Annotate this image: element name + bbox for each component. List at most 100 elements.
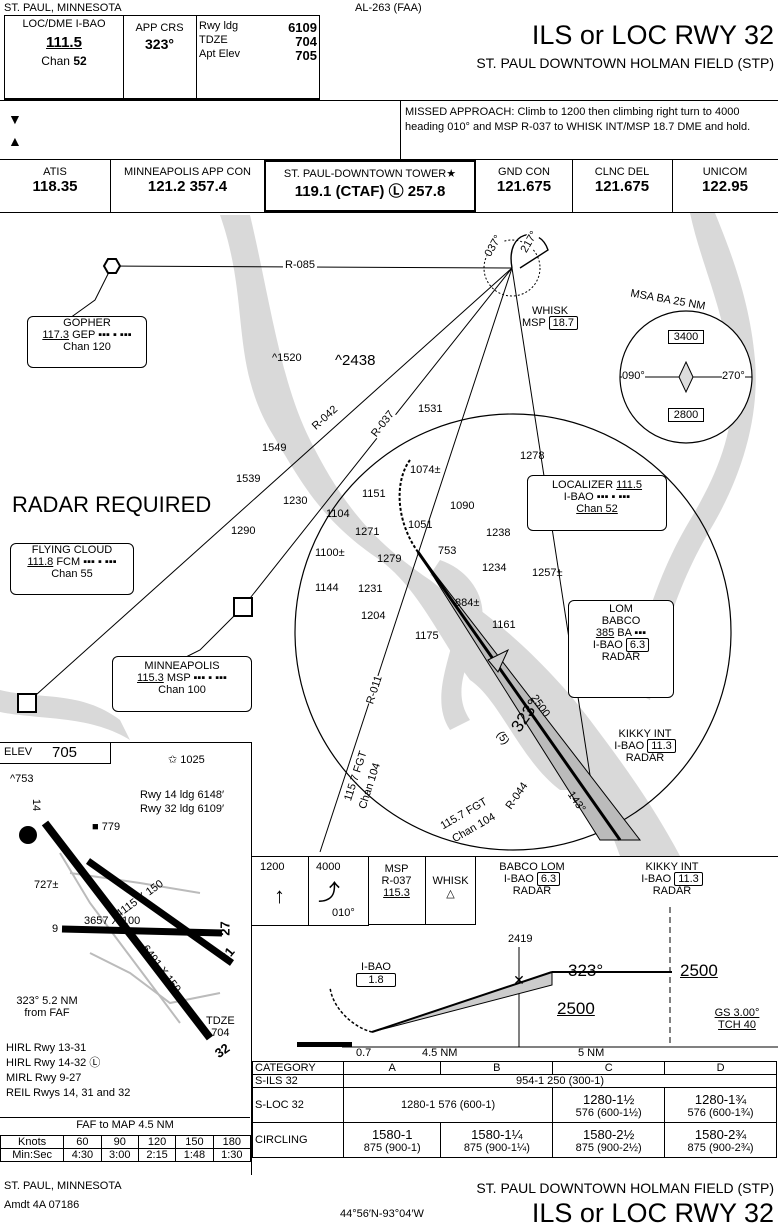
alternate-minimums-icon: ▲ bbox=[8, 133, 22, 149]
r042-line bbox=[26, 267, 513, 704]
r011-line bbox=[319, 267, 513, 853]
rwy3-length: 3657 bbox=[84, 915, 109, 927]
time-cell: 3:00 bbox=[100, 1148, 139, 1162]
runway-profile bbox=[297, 1042, 352, 1047]
elev-1100: 1100± bbox=[315, 547, 345, 559]
minimums-table: CATEGORY A B C D S-ILS 32 954-1 250 (300… bbox=[252, 1061, 777, 1158]
babco-dme-id: I-BAO bbox=[503, 873, 534, 885]
glideslope bbox=[371, 971, 553, 1033]
footer-coords: 44°56′N-93°04′W bbox=[340, 1208, 424, 1220]
loc-chan-label: Chan bbox=[41, 54, 70, 68]
elev-value: 1257± bbox=[532, 567, 563, 579]
knots-cell: 180 bbox=[212, 1135, 252, 1149]
elev-value: 1144 bbox=[315, 582, 339, 594]
circ-a-hat: 875 (900-1) bbox=[363, 1141, 421, 1154]
elev-value: 1051 bbox=[408, 519, 433, 531]
elev-value: 1100± bbox=[315, 547, 345, 559]
app-crs-value: 323° bbox=[145, 36, 174, 52]
timing-table: Knots 60 90 120 150 180 Min:Sec 4:30 3:0… bbox=[0, 1135, 252, 1162]
elev-value: 1520 bbox=[277, 352, 302, 364]
lom-radar: RADAR bbox=[601, 651, 641, 663]
elev-1051: 1051 bbox=[408, 519, 432, 531]
plan-view bbox=[0, 213, 756, 856]
rwy14-info: Rwy 14 ldg 6148′ bbox=[140, 789, 225, 801]
circling-label: CIRCLING bbox=[252, 1122, 344, 1158]
loc-label-row: S-LOC 32 bbox=[252, 1087, 344, 1123]
ibao-value: 1.8 bbox=[356, 973, 396, 987]
runway-13-31 bbox=[85, 858, 235, 966]
fcm-id: FCM bbox=[56, 556, 81, 568]
elev-1549: 1549 bbox=[262, 442, 286, 454]
notes-strip: ▼ ▲ MISSED APPROACH: Climb to 1200 then … bbox=[0, 100, 778, 160]
whisk-name: WHISK bbox=[531, 305, 569, 317]
comm-name: GND CON bbox=[498, 166, 550, 178]
msp-vortac-icon bbox=[233, 597, 253, 617]
elev-1074: 1074± bbox=[410, 464, 441, 476]
elev-1278: 1278 bbox=[520, 450, 544, 462]
gopher-leader bbox=[69, 265, 113, 319]
loc-c-mda: 1280-1½ bbox=[583, 1091, 635, 1107]
fix-alt: 2419 bbox=[508, 933, 533, 945]
loc-label: LOC/DME I-BAO bbox=[22, 18, 106, 30]
rwy-num-14: 14 bbox=[30, 798, 43, 812]
elev-box: ELEV 705 bbox=[0, 743, 111, 764]
lom-name: LOM bbox=[609, 603, 633, 615]
missed-approach-track bbox=[398, 459, 419, 553]
tdze-label: TDZE bbox=[199, 34, 228, 46]
obstacle-727: 727± bbox=[34, 879, 59, 891]
runway-sketch bbox=[19, 820, 235, 1041]
chart-id: AL-263 (FAA) bbox=[355, 2, 422, 14]
elev-1144: 1144 bbox=[315, 582, 339, 594]
whisk-msp: MSP bbox=[521, 317, 546, 329]
comm-freq: 118.35 bbox=[32, 178, 78, 195]
elev-1238: 1238 bbox=[486, 527, 510, 539]
airport-name: ST. PAUL DOWNTOWN HOLMAN FIELD (STP) bbox=[476, 55, 774, 71]
tower-obstacle: ✩ 1025 bbox=[168, 754, 205, 766]
tdze-sketch-label: TDZE bbox=[206, 1015, 235, 1027]
elev-1531: 1531 bbox=[418, 403, 442, 415]
msa-270: 270° bbox=[722, 370, 745, 382]
elev-value: 1539 bbox=[236, 473, 261, 485]
elev-1234: 1234 bbox=[482, 562, 506, 574]
comm-freq: 121.675 bbox=[594, 178, 650, 195]
apt-elev-value: 705 bbox=[295, 48, 317, 63]
rwy-ldg-value: 6109 bbox=[288, 20, 317, 35]
ma-1200: 1200 bbox=[260, 861, 285, 873]
airport-diagram: ELEV 705 ✩ 1025 ^753 ■ 779 727± Rwy 14 l… bbox=[0, 742, 252, 1175]
loc-freq-plan: 111.5 bbox=[616, 479, 643, 491]
knots-label: Knots bbox=[0, 1135, 65, 1149]
knots-cell: 60 bbox=[63, 1135, 102, 1149]
elev-1271: 1271 bbox=[355, 526, 379, 538]
ma-icon-climb: 1200 ↑ bbox=[252, 857, 309, 926]
footer-airport: ST. PAUL DOWNTOWN HOLMAN FIELD (STP) bbox=[476, 1180, 774, 1196]
ma-msp: MSP bbox=[384, 863, 409, 875]
gopher-freq: 117.3 bbox=[42, 329, 70, 341]
cat-c: C bbox=[552, 1061, 666, 1075]
rwy-num-27: 27 bbox=[217, 921, 233, 936]
ma-r037: R-037 bbox=[381, 875, 412, 887]
ma-icon-whisk: WHISK △ bbox=[426, 857, 476, 925]
kikky-dme-id: I-BAO bbox=[614, 740, 645, 752]
elev-value: 1230 bbox=[283, 495, 308, 507]
tdze-sketch-value: 704 bbox=[211, 1027, 230, 1039]
elev-1104: 1104 bbox=[326, 508, 350, 520]
msp-name: MINNEAPOLIS bbox=[144, 660, 220, 672]
msa-090: 090° bbox=[622, 370, 645, 382]
comm-freq: 121.2 357.4 bbox=[147, 178, 228, 195]
profile-alt-2500a: 2500 bbox=[680, 961, 718, 980]
loc-freq: 111.5 bbox=[46, 34, 82, 51]
loc-chan-value: 52 bbox=[73, 54, 87, 68]
time-cell: 2:15 bbox=[137, 1148, 177, 1162]
tower-elev: 1025 bbox=[180, 754, 205, 766]
kikky-profile: KIKKY INT bbox=[645, 861, 699, 873]
msa-north: 3400 bbox=[668, 330, 704, 344]
elev-value: 1161 bbox=[492, 619, 516, 631]
footer-amdt: Amdt 4A 07186 bbox=[4, 1199, 80, 1211]
comm-name: MINNEAPOLIS APP CON bbox=[124, 166, 251, 178]
profile-alt-2500b: 2500 bbox=[557, 999, 595, 1018]
